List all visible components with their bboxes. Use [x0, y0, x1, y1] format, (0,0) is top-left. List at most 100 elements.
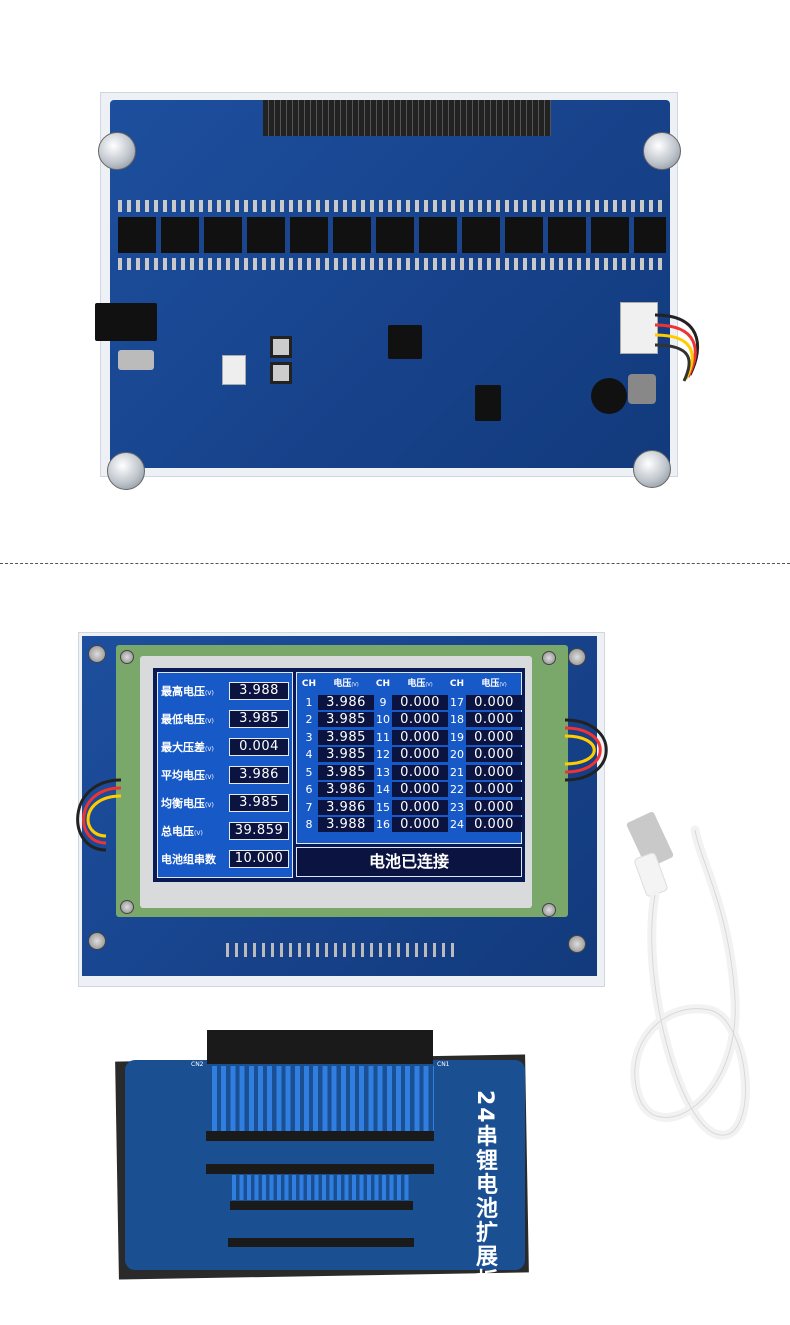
- channel-voltage: 0.000: [466, 747, 522, 762]
- channel-number: 6: [305, 783, 313, 796]
- summary-label: 均衡电压(V): [161, 797, 214, 810]
- header-ch: CH: [449, 679, 465, 689]
- channel-number: 20: [450, 748, 464, 761]
- summary-row: 均衡电压(V)3.985: [161, 789, 289, 817]
- summary-row: 电池组串数 10.000: [161, 845, 289, 873]
- terminal-row-4: [228, 1238, 414, 1247]
- channel-number: 7: [305, 800, 313, 814]
- summary-value: 39.859: [229, 822, 289, 840]
- channel-number: 24: [450, 818, 464, 831]
- ribbon-wires: [654, 313, 699, 382]
- channel-voltage: 0.000: [392, 747, 448, 762]
- component-pads-row: [118, 258, 666, 270]
- standoff-bottom-right: [633, 450, 671, 488]
- channel-voltage: 3.986: [318, 694, 374, 710]
- channel-voltage: 3.988: [318, 817, 374, 832]
- channel-voltage: 0.000: [392, 817, 448, 832]
- side-wires: [76, 778, 122, 852]
- channel-number: 13: [376, 765, 390, 779]
- expansion-board-title: 24串锂电池扩展板: [472, 1090, 497, 1293]
- summary-label: 电池组串数: [161, 853, 216, 866]
- channel-voltage: 0.000: [466, 817, 522, 832]
- pin-header-bottom: [226, 943, 458, 957]
- channel-number: 12: [376, 748, 390, 761]
- cn2-label: CN2: [191, 1061, 204, 1068]
- key-button: [270, 362, 292, 384]
- channel-voltage: 3.986: [318, 799, 374, 815]
- screw: [88, 932, 106, 950]
- summary-row: 平均电压(V) 3.986: [161, 761, 289, 789]
- summary-value: 3.988: [229, 682, 289, 700]
- channel-voltage: 0.000: [466, 712, 522, 727]
- dc-jack: [95, 303, 157, 341]
- channel-voltage: 0.000: [392, 712, 448, 727]
- cn1-label: CN1: [437, 1061, 450, 1068]
- channel-number: 16: [376, 818, 390, 831]
- channel-voltage: 3.985: [318, 712, 374, 727]
- screw: [568, 648, 586, 666]
- screw: [542, 651, 556, 665]
- reset-button: [270, 336, 292, 358]
- channel-voltage: 0.000: [392, 729, 448, 745]
- usb-a-plug: [626, 811, 674, 869]
- terminal-row-3: [230, 1201, 413, 1210]
- terminal-row-2: [206, 1164, 434, 1174]
- screw: [542, 903, 556, 917]
- channel-voltage: 3.985: [318, 764, 374, 780]
- channel-voltage: 0.000: [392, 799, 448, 815]
- channel-number: 8: [305, 818, 313, 831]
- channel-voltage: 0.000: [392, 764, 448, 780]
- trace-lines: [212, 1066, 434, 1136]
- channel-voltage: 0.000: [466, 782, 522, 797]
- usb-c-port: [118, 350, 154, 370]
- channel-number: 17: [450, 695, 464, 709]
- channel-voltage: 0.000: [466, 799, 522, 815]
- channel-number: 11: [376, 730, 390, 744]
- channel-voltage: 0.000: [466, 764, 522, 780]
- screw: [120, 900, 134, 914]
- channel-number: 21: [450, 765, 464, 779]
- summary-row: 最高电压(V) 3.988: [161, 677, 289, 705]
- channel-voltage: 3.986: [318, 782, 374, 797]
- summary-value: 3.986: [229, 766, 289, 784]
- channel-number: 2: [305, 713, 313, 726]
- summary-label: 平均电压(V): [161, 769, 214, 782]
- channel-number: 1: [305, 695, 313, 709]
- channel-voltage: 0.000: [392, 782, 448, 797]
- summary-label: 最大压差(V): [161, 741, 214, 754]
- buzzer: [591, 378, 627, 414]
- terminal-row-1: [206, 1131, 434, 1141]
- screw: [568, 935, 586, 953]
- channel-number: 10: [376, 713, 390, 726]
- screw: [120, 650, 134, 664]
- summary-value: 10.000: [229, 850, 289, 868]
- channel-number: 3: [305, 730, 313, 744]
- channel-voltage: 0.000: [392, 694, 448, 710]
- balance-ic-row: [118, 217, 666, 253]
- channel-number: 18: [450, 713, 464, 726]
- summary-row: 总电压(V)39.859: [161, 817, 289, 845]
- channel-voltage: 0.000: [466, 694, 522, 710]
- summary-row: 最低电压(V)3.985: [161, 705, 289, 733]
- eeprom-chip: [475, 385, 501, 421]
- standoff-top-left: [98, 132, 136, 170]
- channel-voltage: 3.985: [318, 729, 374, 745]
- connection-status: 电池已连接: [296, 847, 522, 877]
- summary-label: 最低电压(V): [161, 713, 214, 726]
- channel-number: 14: [376, 783, 390, 796]
- connector-white: [222, 355, 246, 385]
- trace-lines: [232, 1175, 412, 1200]
- pin-header-p1: [263, 100, 551, 136]
- standoff-bottom-left: [107, 452, 145, 490]
- channel-number: 19: [450, 730, 464, 744]
- channel-number: 5: [305, 765, 313, 779]
- connector-white-right: [620, 302, 658, 354]
- channel-number: 22: [450, 783, 464, 796]
- summary-label: 最高电压(V): [161, 685, 214, 698]
- header-ch: CH: [375, 679, 391, 689]
- summary-row: 最大压差(V)0.004: [161, 733, 289, 761]
- channel-voltage: 0.000: [466, 729, 522, 745]
